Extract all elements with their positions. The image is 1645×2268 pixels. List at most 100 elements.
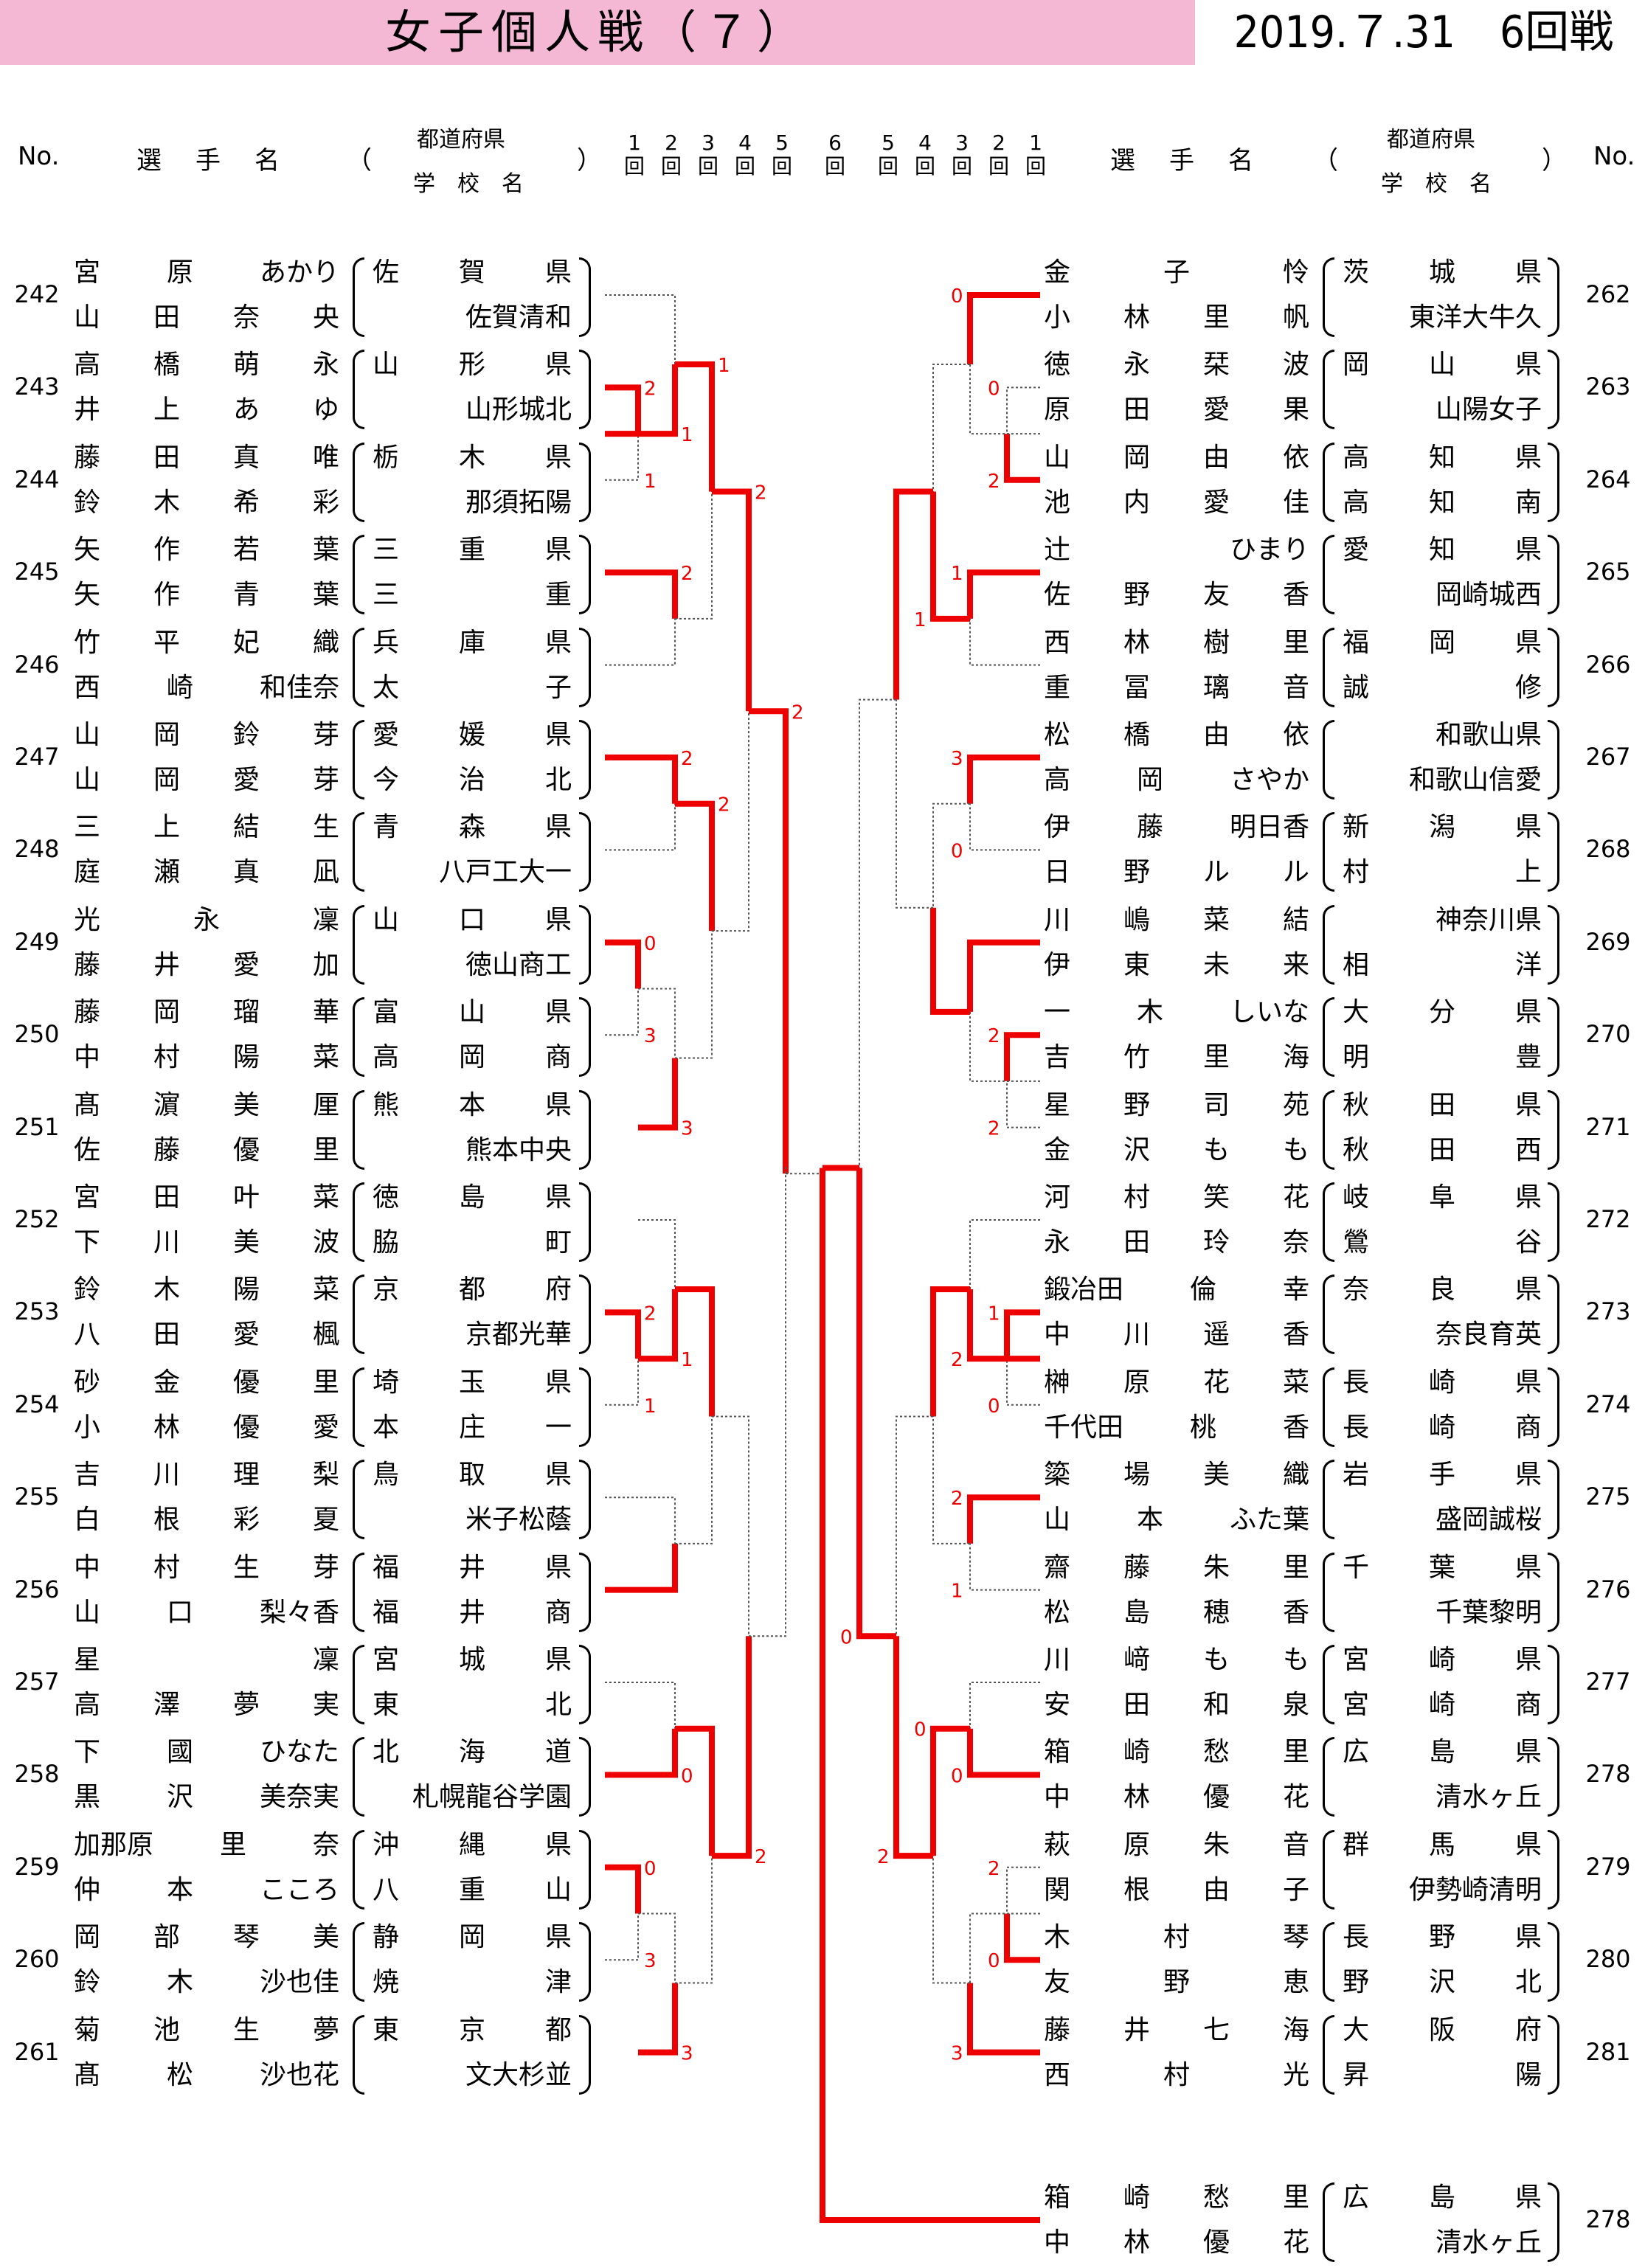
player-name: 白根彩夏	[74, 1505, 339, 1536]
player-name: 山口梨々香	[74, 1597, 339, 1628]
bracket-win-line	[675, 361, 715, 492]
school-name: 群馬県	[1343, 1829, 1542, 1860]
entry-number: 247	[14, 743, 60, 771]
player-name: 永田玲奈	[1044, 1227, 1309, 1258]
school-name: 村上	[1343, 857, 1542, 888]
school-name: 秋田県	[1343, 1089, 1542, 1120]
player-name: 徳永栞波	[1044, 350, 1309, 381]
school-name: 富山県	[373, 997, 572, 1028]
player-name: 山岡鈴芽	[74, 720, 339, 750]
bracket-score: 0	[988, 378, 1000, 400]
entry-number: 251	[14, 1112, 60, 1141]
player-name: 簗場美織	[1044, 1460, 1309, 1491]
bracket-lose-line	[605, 803, 676, 851]
school-name: 山形県	[373, 350, 572, 381]
school-name: 静岡県	[373, 1922, 572, 1953]
bracket-score: 0	[914, 1719, 927, 1741]
player-name: 星凜	[74, 1645, 339, 1675]
bracket-score: 1	[951, 563, 963, 585]
school-name: 太子	[373, 672, 572, 703]
entry-number: 278	[1585, 2205, 1631, 2233]
bracket-lose-line	[896, 1415, 933, 1637]
bracket-score: 2	[792, 701, 804, 724]
entry-number: 270	[1585, 1020, 1631, 1049]
bracket-lose-line	[605, 1497, 676, 1544]
player-name: 藤井七海	[1044, 2014, 1309, 2045]
player-name: 藤田真唯	[74, 442, 339, 473]
entry-number: 259	[14, 1852, 60, 1881]
player-name: 川嶋菜結	[1044, 904, 1309, 935]
player-name: 関根由子	[1044, 1874, 1309, 1905]
entry-number: 257	[14, 1668, 60, 1696]
school-name: 岩手県	[1343, 1460, 1542, 1491]
school-name: 野沢北	[1343, 1967, 1542, 1998]
header-pref-left: 都道府県	[417, 127, 505, 153]
player-name: 伊東未来	[1044, 949, 1309, 980]
bracket-lose-line	[969, 803, 1040, 851]
bracket-lose-line	[605, 1682, 676, 1729]
bracket-lose-line	[1006, 386, 1040, 434]
header-no-left: No.	[18, 142, 60, 171]
entry-number: 271	[1585, 1112, 1631, 1141]
player-name: 中林優花	[1044, 1782, 1309, 1813]
bracket-lose-line	[932, 802, 970, 908]
school-name: 高知南	[1343, 487, 1542, 518]
school-name: 焼津	[373, 1967, 572, 1998]
school-name: 愛知県	[1343, 535, 1542, 566]
bracket-win-line	[893, 488, 933, 700]
player-name: 庭瀬真凪	[74, 857, 339, 888]
player-name: 山本ふた葉	[1044, 1505, 1309, 1536]
bracket-win-line	[967, 1289, 1040, 1362]
school-name: 今治北	[373, 765, 572, 795]
bracket-score: 3	[644, 1950, 657, 1972]
school-name: 長崎県	[1343, 1367, 1542, 1398]
bracket-lose-line	[932, 1856, 970, 1984]
bracket-win-line	[930, 1725, 970, 1856]
header-paren-close-left: ）	[577, 146, 602, 176]
header-name-left: 選 手 名	[136, 146, 284, 176]
school-name: 東北	[373, 1690, 572, 1720]
bracket-score: 0	[988, 1950, 1000, 1972]
bracket-lose-line	[712, 1415, 749, 1637]
player-name: 一木しいな	[1044, 997, 1309, 1028]
school-name: 岡山県	[1343, 350, 1542, 381]
player-name: 金子怜	[1044, 257, 1309, 288]
player-name: 小林里帆	[1044, 302, 1309, 333]
player-name: 鍛冶田倫幸	[1044, 1275, 1309, 1305]
entry-number: 243	[14, 372, 60, 401]
school-name: 埼玉県	[373, 1367, 572, 1398]
bracket-score: 2	[681, 563, 693, 585]
entry-number: 261	[14, 2037, 60, 2066]
bracket-win-line	[712, 1636, 752, 1859]
school-name: 岐阜県	[1343, 1182, 1542, 1213]
bracket-win-line	[930, 1286, 970, 1417]
player-name: 藤岡瑠華	[74, 997, 339, 1028]
header-paren-open-right: （	[1313, 146, 1338, 176]
player-name: 日野ルル	[1044, 857, 1309, 888]
entry-number: 250	[14, 1020, 60, 1049]
player-name: 千代田桃香	[1044, 1412, 1309, 1443]
school-name: 岡崎城西	[1435, 580, 1542, 611]
school-name: 京都府	[373, 1275, 572, 1305]
entry-number: 262	[1585, 280, 1631, 308]
entry-number: 264	[1585, 465, 1631, 493]
bracket-score: 0	[644, 1858, 657, 1880]
school-name: 熊本県	[373, 1089, 572, 1120]
bracket-win-line	[967, 939, 1040, 1012]
player-name: 黒沢美奈実	[74, 1782, 339, 1813]
player-name: 西林樹里	[1044, 627, 1309, 658]
bracket-win-line	[893, 1636, 933, 1859]
header-no-right: No.	[1593, 142, 1635, 171]
school-name: 八重山	[373, 1874, 572, 1905]
header-pref-right: 都道府県	[1387, 127, 1475, 153]
school-name: 青森県	[373, 812, 572, 843]
bracket-score: 1	[681, 424, 693, 446]
school-name: 福井県	[373, 1552, 572, 1583]
player-name: 井上あゆ	[74, 395, 339, 426]
bracket-lose-line	[932, 364, 970, 492]
page-title: 女子個人戦（７）	[384, 5, 810, 59]
